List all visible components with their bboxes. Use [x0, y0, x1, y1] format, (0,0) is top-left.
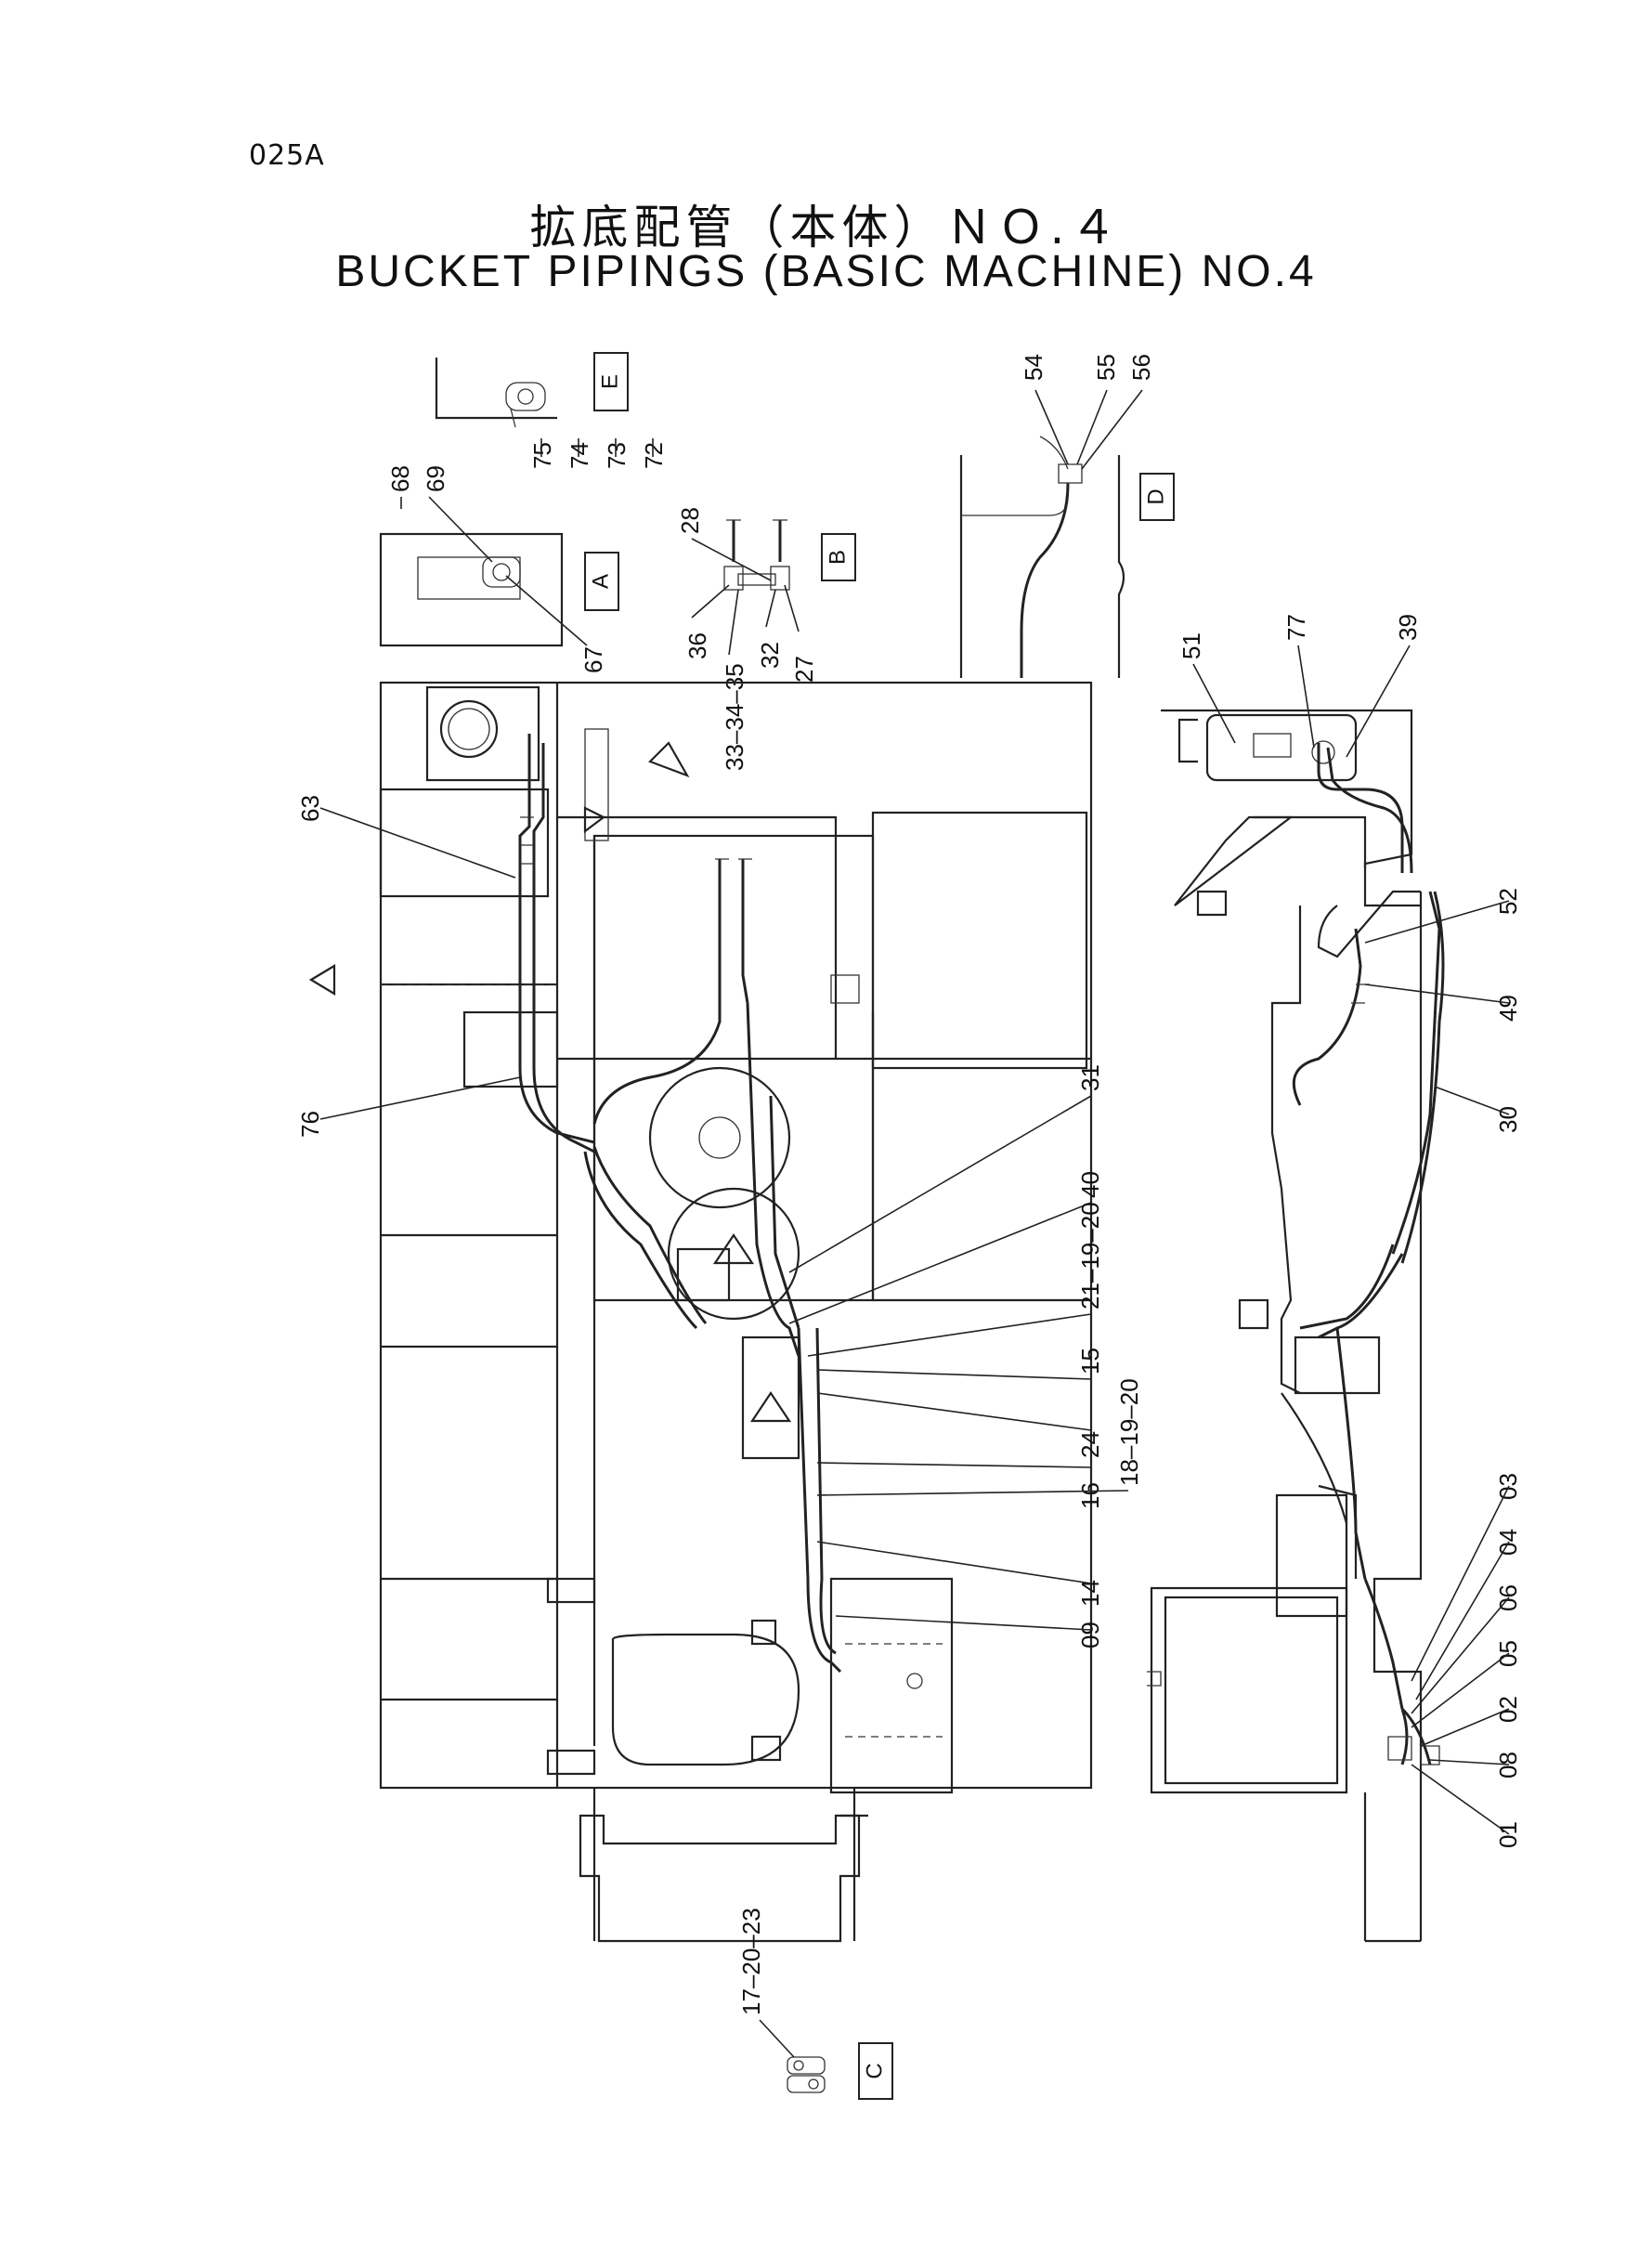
view-label-box-a — [584, 552, 619, 611]
main-body-right — [1147, 709, 1423, 1943]
detail-view-c: C 17–20–23 — [737, 1908, 893, 2100]
part-label-68: 68 — [386, 465, 414, 492]
part-label-69: 69 — [422, 465, 449, 492]
part-label-72: 72 — [640, 442, 668, 469]
view-label-box-e — [1139, 473, 1175, 521]
view-label-box-b — [821, 533, 856, 581]
part-label-63: 63 — [296, 795, 324, 822]
part-label-27: 27 — [790, 656, 818, 683]
hoses-left — [518, 734, 842, 1674]
view-label-e: D — [1143, 489, 1168, 504]
detail-view-b: B 28 36 33–34–35 32 27 — [648, 507, 856, 778]
part-label-54: 54 — [1020, 354, 1047, 381]
part-label-14: 14 — [1076, 1580, 1104, 1607]
main-body-left — [379, 681, 1093, 1943]
part-label-32: 32 — [756, 642, 784, 669]
page-code: 025A — [249, 139, 325, 172]
part-label-77: 77 — [1282, 614, 1310, 641]
part-label-16: 16 — [1076, 1482, 1104, 1509]
view-label-a: A — [588, 574, 613, 589]
part-label-15: 15 — [1076, 1348, 1104, 1375]
view-label-d: E — [597, 374, 622, 389]
part-label-74: 74 — [566, 442, 593, 469]
part-label-51: 51 — [1177, 632, 1205, 659]
detail-view-e: D 54 55 56 — [959, 354, 1175, 678]
part-label-33-34-35: 33–34–35 — [721, 663, 748, 771]
part-label-49: 49 — [1494, 995, 1522, 1022]
view-label-box-d — [593, 352, 629, 411]
detail-view-a: A 68 69 67 — [379, 465, 619, 673]
part-label-76: 76 — [296, 1111, 324, 1138]
title-japanese: 拡底配管（本体）ＮＯ.４ — [529, 201, 1123, 254]
view-label-c: C — [862, 2063, 887, 2078]
view-label-b: B — [825, 550, 850, 565]
part-label-18-19-20: 18–19–20 — [1115, 1378, 1143, 1486]
part-label-24: 24 — [1076, 1431, 1104, 1458]
part-label-40: 40 — [1076, 1171, 1104, 1198]
part-label-09: 09 — [1076, 1622, 1104, 1648]
part-label-73: 73 — [603, 442, 631, 469]
title-english: BUCKET PIPINGS (BASIC MACHINE) NO.4 — [335, 247, 1317, 296]
part-label-67: 67 — [579, 646, 607, 673]
part-label-28: 28 — [676, 507, 704, 534]
part-label-01: 01 — [1494, 1821, 1522, 1848]
part-label-31: 31 — [1076, 1064, 1104, 1091]
part-label-21-19-20: 21–19–20 — [1076, 1202, 1104, 1309]
part-label-75: 75 — [528, 442, 556, 469]
hoses-right — [1292, 743, 1445, 1765]
part-label-17-20-23: 17–20–23 — [737, 1908, 765, 2015]
view-label-box-c — [858, 2042, 893, 2100]
part-label-56: 56 — [1127, 354, 1155, 381]
main-part-labels: 63 76 51 77 39 52 49 30 31 40 21–19–20 1… — [296, 614, 1522, 1848]
detail-view-d: E 75 74 73 72 — [435, 352, 668, 469]
part-label-39: 39 — [1394, 614, 1422, 641]
part-label-55: 55 — [1092, 354, 1120, 381]
part-label-36: 36 — [683, 632, 711, 659]
